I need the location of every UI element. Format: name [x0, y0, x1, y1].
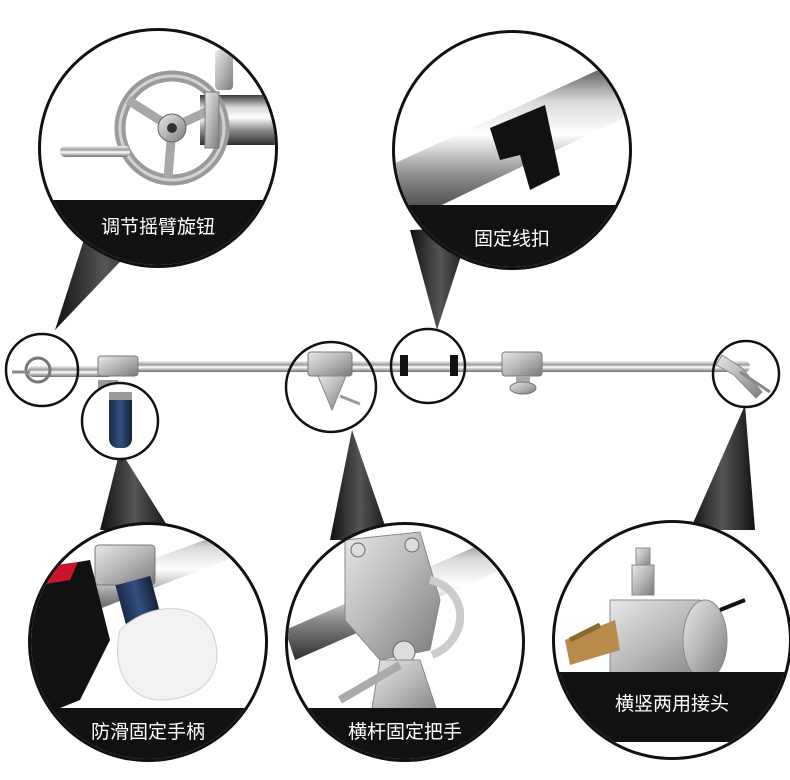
detail-handwheel: 调节摇臂旋钮: [38, 28, 278, 268]
callout-ring-clamp: [284, 340, 378, 434]
grip-label: 防滑固定手柄: [91, 721, 205, 743]
cable-clip-label: 固定线扣: [474, 228, 550, 250]
callout-pointer: [330, 430, 390, 540]
detail-crossbar-clamp: 横杆固定把手: [285, 522, 525, 762]
detail-grip: 防滑固定手柄: [28, 522, 268, 762]
boom-arm: [12, 351, 771, 412]
handwheel-label: 调节摇臂旋钮: [101, 216, 215, 238]
callout-pointer: [100, 450, 170, 530]
detail-end-joint: 横竖两用接头: [552, 520, 790, 760]
crossbar-clamp-label: 横杆固定把手: [348, 721, 462, 743]
callout-pointer: [690, 405, 755, 530]
callout-ring-handwheel: [4, 332, 80, 408]
end-joint-label: 横竖两用接头: [615, 693, 729, 715]
detail-cable-clip: 固定线扣: [392, 30, 632, 270]
callout-ring-clip: [389, 327, 467, 405]
callout-ring-joint: [711, 339, 781, 409]
